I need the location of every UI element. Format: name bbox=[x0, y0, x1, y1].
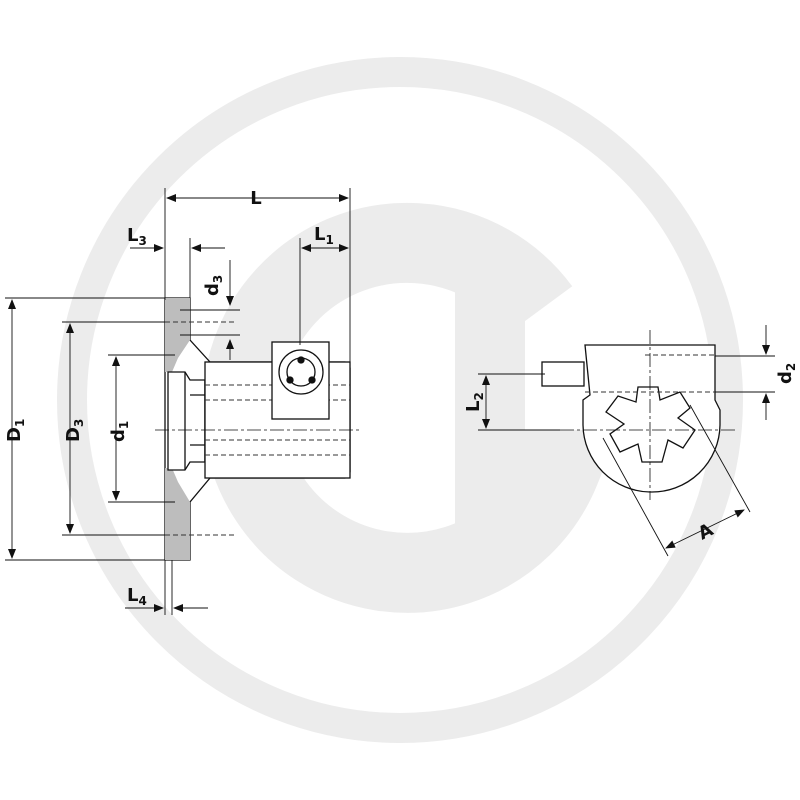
side-dimensions bbox=[5, 188, 351, 615]
label-d1: d1 bbox=[108, 421, 131, 442]
side-view bbox=[155, 297, 360, 561]
clamp-pin bbox=[541, 361, 585, 387]
pin-boss bbox=[271, 341, 330, 420]
flange-section bbox=[165, 298, 190, 372]
label-d2: d2 bbox=[775, 363, 798, 384]
label-L2: L2 bbox=[463, 392, 486, 412]
label-L4: L4 bbox=[127, 585, 147, 608]
spline-profile bbox=[605, 386, 696, 463]
label-d3: d3 bbox=[202, 275, 225, 296]
label-L: L bbox=[250, 188, 261, 209]
label-L1: L1 bbox=[314, 224, 334, 247]
front-view bbox=[541, 330, 735, 500]
label-L3: L3 bbox=[127, 225, 147, 248]
front-dimensions bbox=[478, 325, 775, 557]
label-D1: D1 bbox=[4, 419, 27, 442]
label-D3: D3 bbox=[63, 419, 86, 442]
